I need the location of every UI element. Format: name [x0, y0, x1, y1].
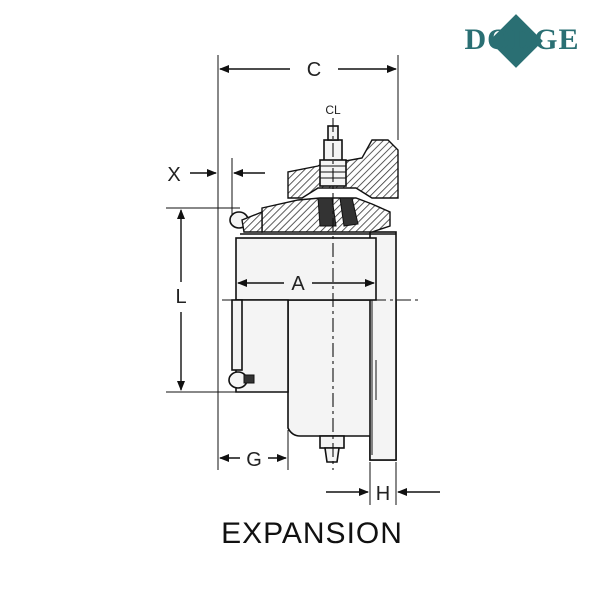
dim-g-label: G [246, 449, 262, 471]
dimension-l: L [166, 207, 240, 393]
dimension-g: G [219, 430, 289, 471]
dodge-logo: DODGE [464, 14, 579, 68]
caption: EXPANSION [221, 517, 403, 550]
centerline-label: CL [325, 103, 341, 117]
dimension-h: H [326, 462, 440, 505]
grease-fitting-bottom [319, 435, 345, 449]
dimension-c: C [217, 55, 399, 470]
brand-name: DODGE [464, 23, 579, 56]
dim-a-label: A [291, 273, 305, 295]
dimension-a: A [237, 273, 375, 295]
dim-h-label: H [376, 483, 390, 505]
dim-l-label: L [175, 286, 186, 308]
dimension-x: X [167, 158, 265, 215]
dim-c-label: C [307, 59, 321, 81]
collar-lip [231, 299, 243, 371]
centerlines: CL [222, 103, 420, 470]
collar [235, 237, 377, 301]
roller-1 [317, 197, 337, 227]
bearing-housing [228, 211, 397, 461]
dim-x-label: X [167, 164, 180, 186]
roller-2 [339, 197, 359, 227]
